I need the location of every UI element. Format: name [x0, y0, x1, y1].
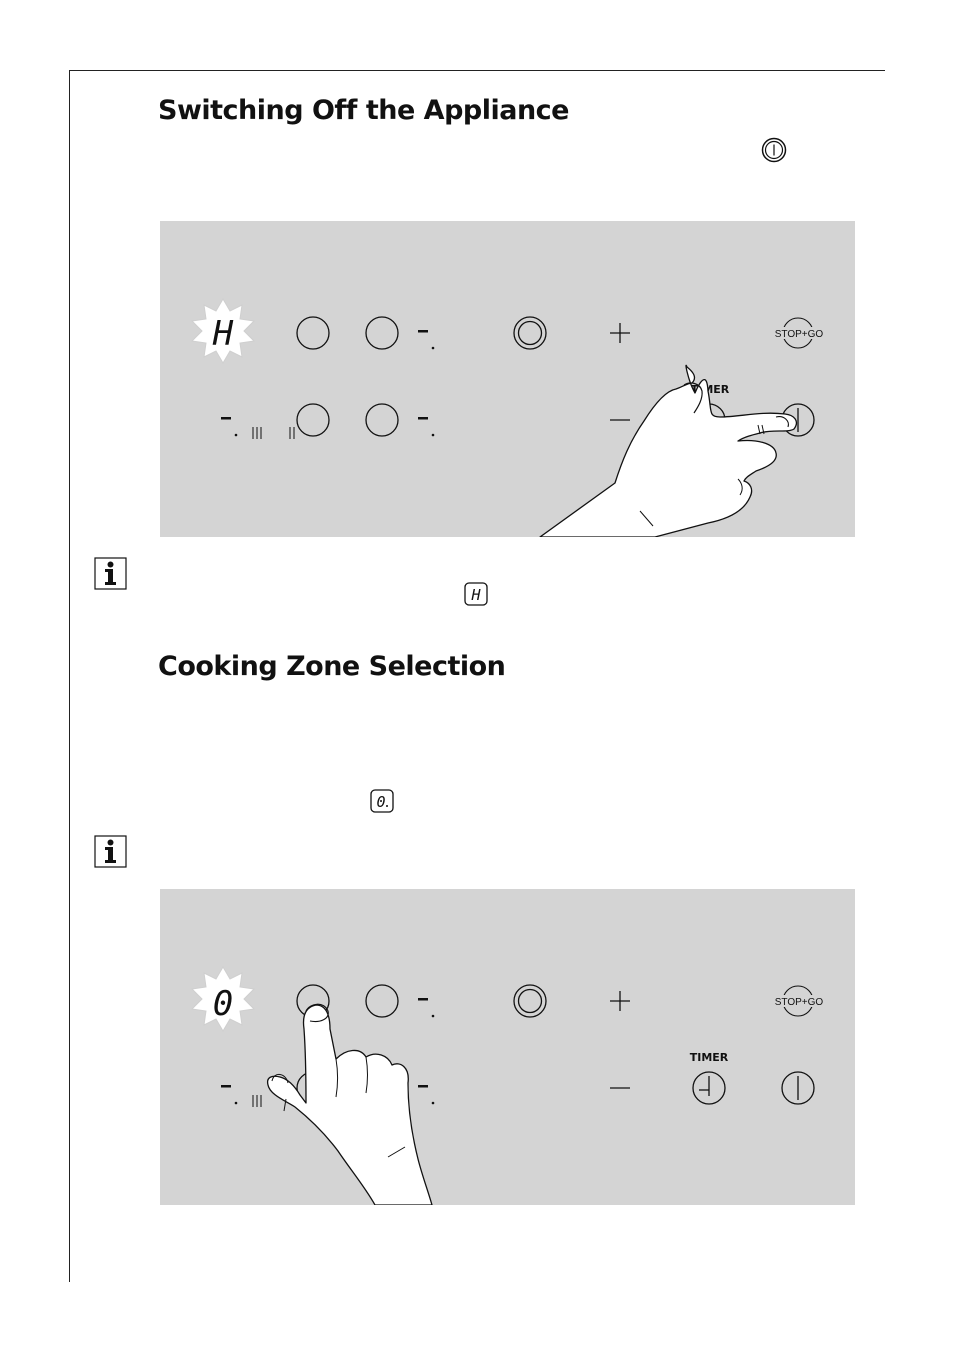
flashing-display-h: H: [190, 298, 256, 364]
zone-display-bottom-left: [221, 1085, 262, 1107]
info-icon: [94, 557, 127, 590]
flashing-display-0: 0: [190, 966, 256, 1032]
zone-display-bottom-right: [418, 1085, 435, 1105]
stop-go-button[interactable]: STOP+GO: [774, 317, 824, 349]
stop-go-button[interactable]: STOP+GO: [774, 985, 824, 1017]
zone-display-bottom-right: [418, 417, 435, 437]
display-char: H: [212, 314, 234, 354]
plus-button-icon[interactable]: [610, 991, 630, 1011]
plus-button-icon[interactable]: [610, 323, 630, 343]
zone-display-bottom-left: [221, 417, 295, 439]
hand-pressing-on-off-illustration: [539, 364, 798, 537]
display-char: 0: [213, 984, 233, 1024]
residual-heat-display-icon: H: [464, 582, 488, 606]
stop-go-label: STOP+GO: [775, 997, 824, 1008]
zone-button-rear-left[interactable]: [365, 984, 399, 1018]
power-button-panel-icon[interactable]: [513, 316, 547, 350]
section-title-switching-off: Switching Off the Appliance: [158, 95, 570, 126]
hand-pressing-zone-button-illustration: [266, 1003, 433, 1205]
stop-go-label: STOP+GO: [775, 329, 824, 340]
on-off-button[interactable]: [781, 1071, 815, 1105]
svg-text:0: 0: [376, 793, 385, 811]
zone-button-bottom-left[interactable]: [296, 403, 330, 437]
zone-button-front-left[interactable]: [296, 316, 330, 350]
power-button-icon: [761, 137, 787, 163]
power-button-panel-icon[interactable]: [513, 984, 547, 1018]
zone-display-top-right: [418, 998, 435, 1018]
timer-label: TIMER: [690, 1051, 729, 1064]
left-rule: [69, 70, 70, 1282]
top-rule: [69, 70, 885, 71]
svg-text:H: H: [470, 586, 481, 604]
zone-display-top-right: [418, 330, 435, 350]
section-title-cooking-zone: Cooking Zone Selection: [158, 651, 506, 682]
timer-button[interactable]: [692, 1071, 726, 1105]
control-panel-switch-off: H STOP+GO: [160, 221, 855, 537]
control-panel-zone-selection: 0 STOP+GO: [160, 889, 855, 1205]
zone-button-bottom-right[interactable]: [365, 403, 399, 437]
info-icon: [94, 835, 127, 868]
zero-display-icon: 0: [370, 789, 394, 813]
zone-button-rear-left[interactable]: [365, 316, 399, 350]
